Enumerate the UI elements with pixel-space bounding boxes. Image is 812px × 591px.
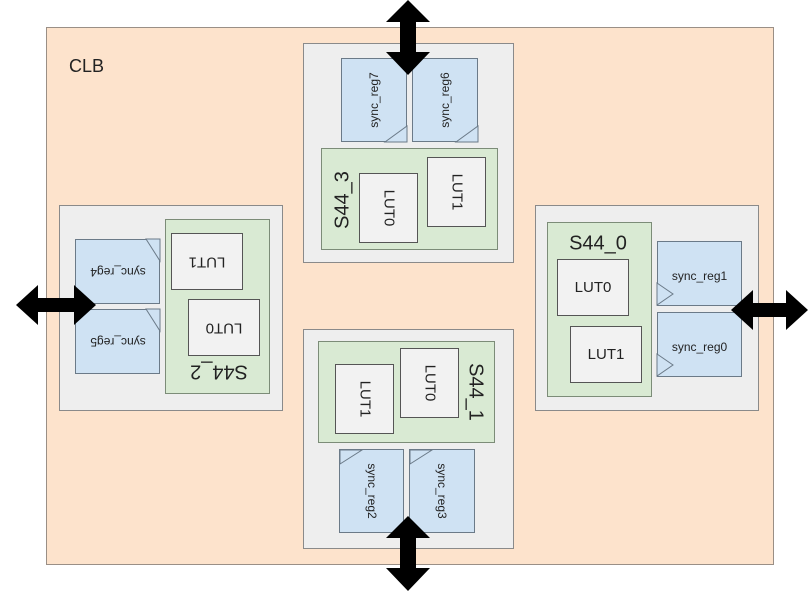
- register-sync-reg4: sync_reg4: [75, 239, 160, 304]
- register-sync-reg3: sync_reg3: [409, 449, 475, 533]
- lut-s44-1-lut0: LUT0: [400, 348, 459, 418]
- register-sync-reg2: sync_reg2: [339, 449, 404, 533]
- register-label: sync_reg6: [438, 72, 452, 128]
- lut-label: LUT1: [448, 173, 465, 211]
- lut-label: LUT1: [356, 380, 373, 418]
- register-sync-reg5: sync_reg5: [75, 309, 160, 374]
- register-label: sync_reg0: [671, 340, 728, 354]
- lut-label: LUT1: [587, 346, 625, 363]
- register-sync-reg7: sync_reg7: [341, 58, 407, 142]
- register-sync-reg6: sync_reg6: [412, 58, 478, 142]
- lut-label: LUT1: [188, 253, 226, 270]
- clb-label: CLB: [69, 56, 105, 76]
- lut-s44-2-lut1: LUT1: [171, 233, 243, 290]
- register-label: sync_reg3: [435, 463, 449, 519]
- lut-label: LUT0: [380, 189, 397, 227]
- register-sync-reg1: sync_reg1: [657, 241, 742, 306]
- lut-s44-3-lut1: LUT1: [427, 157, 486, 227]
- register-sync-reg0: sync_reg0: [657, 312, 742, 377]
- lut-s44-2-lut0: LUT0: [188, 299, 260, 356]
- register-label: sync_reg1: [671, 269, 728, 283]
- lut-s44-0-lut0: LUT0: [557, 259, 629, 316]
- register-label: sync_reg2: [364, 463, 379, 519]
- lut-s44-3-lut0: LUT0: [359, 173, 418, 243]
- register-label: sync_reg7: [367, 72, 381, 128]
- lut-label: LUT0: [574, 279, 612, 296]
- lut-s44-0-lut1: LUT1: [570, 326, 642, 383]
- lut-s44-1-lut1: LUT1: [335, 364, 394, 434]
- lut-label: LUT0: [421, 364, 438, 402]
- register-label: sync_reg4: [89, 264, 146, 279]
- register-label: sync_reg5: [89, 334, 146, 349]
- lut-label: LUT0: [205, 319, 243, 336]
